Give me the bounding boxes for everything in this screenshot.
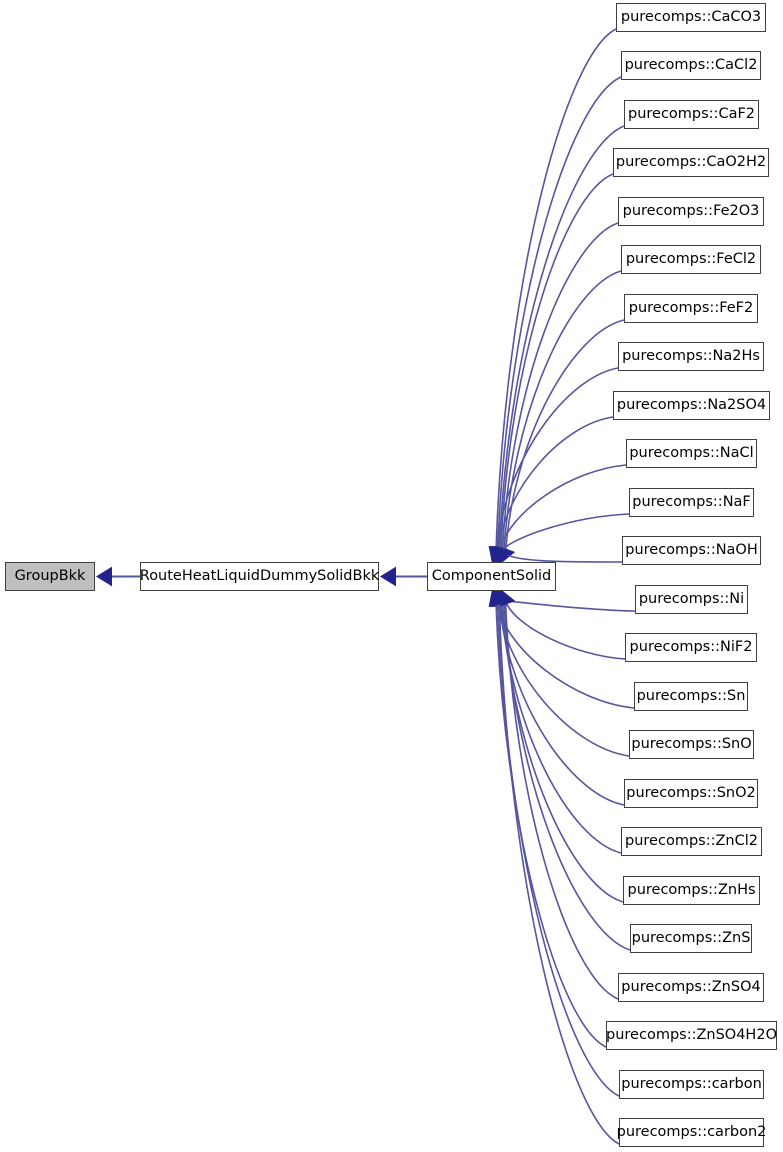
edge-line	[498, 600, 625, 806]
node-label: purecomps::NaOH	[625, 542, 758, 559]
edge-line	[496, 600, 630, 757]
node-label: purecomps::ZnSO4	[621, 979, 761, 996]
node-label: purecomps::Na2Hs	[622, 348, 760, 365]
node-label: RouteHeatLiquidDummySolidBkk	[139, 568, 380, 585]
node-derived-2[interactable]: purecomps::CaF2	[624, 100, 759, 129]
edge-line	[500, 173, 614, 553]
node-label: purecomps::ZnS	[631, 930, 751, 947]
node-label: purecomps::Ni	[638, 591, 745, 608]
edge-line	[504, 600, 619, 1000]
node-derived-11[interactable]: purecomps::NaOH	[622, 536, 761, 565]
node-label: purecomps::NiF2	[629, 639, 753, 656]
node-label: purecomps::Fe2O3	[622, 203, 760, 220]
node-label: purecomps::ZnSO4H2O	[606, 1027, 777, 1044]
node-derived-21[interactable]: purecomps::ZnSO4H2O	[606, 1021, 777, 1050]
node-derived-9[interactable]: purecomps::NaCl	[626, 439, 757, 468]
node-label: ComponentSolid	[431, 568, 552, 585]
edge-line	[498, 464, 627, 553]
node-derived-10[interactable]: purecomps::NaF	[629, 488, 754, 517]
node-derived-15[interactable]: purecomps::SnO	[629, 730, 754, 759]
node-componentsolid[interactable]: ComponentSolid	[427, 562, 556, 591]
node-groupbkk[interactable]: GroupBkk	[5, 562, 95, 591]
edge-line	[503, 600, 631, 951]
node-routeheatliquiddummysolidbkk[interactable]: RouteHeatLiquidDummySolidBkk	[140, 562, 379, 591]
edge-line	[495, 600, 607, 1048]
edge-line	[501, 600, 624, 903]
edge-line	[498, 125, 625, 553]
edge-line	[504, 319, 625, 553]
node-label: purecomps::carbon2	[616, 1124, 767, 1141]
node-derived-16[interactable]: purecomps::SnO2	[624, 779, 758, 808]
edge-line	[496, 76, 622, 553]
edge-line	[501, 551, 623, 563]
arrow-head	[96, 566, 112, 587]
edge-line	[496, 600, 620, 1097]
edge-line	[496, 416, 614, 553]
edge-line	[498, 600, 620, 1145]
node-derived-14[interactable]: purecomps::Sn	[634, 682, 748, 711]
node-derived-6[interactable]: purecomps::FeF2	[624, 294, 758, 323]
node-derived-13[interactable]: purecomps::NiF2	[625, 633, 757, 662]
node-derived-4[interactable]: purecomps::Fe2O3	[618, 197, 764, 226]
edge-line	[500, 600, 622, 854]
node-derived-19[interactable]: purecomps::ZnS	[630, 924, 752, 953]
node-derived-0[interactable]: purecomps::CaCO3	[616, 3, 766, 32]
node-derived-12[interactable]: purecomps::Ni	[635, 585, 748, 614]
node-label: purecomps::FeF2	[628, 300, 754, 317]
node-derived-22[interactable]: purecomps::carbon	[619, 1070, 764, 1099]
node-label: purecomps::ZnHs	[627, 882, 756, 899]
edge-line	[495, 600, 635, 709]
edge-line	[504, 600, 626, 660]
node-label: purecomps::SnO2	[626, 785, 756, 802]
node-derived-5[interactable]: purecomps::FeCl2	[621, 245, 761, 274]
node-label: purecomps::NaF	[632, 494, 751, 511]
node-derived-1[interactable]: purecomps::CaCl2	[621, 51, 761, 80]
node-label: purecomps::CaCl2	[624, 57, 758, 74]
node-derived-20[interactable]: purecomps::ZnSO4	[618, 973, 764, 1002]
arrow-head	[380, 566, 396, 587]
node-label: purecomps::Na2SO4	[616, 397, 767, 414]
edge-line	[495, 28, 617, 553]
node-label: purecomps::Sn	[636, 688, 746, 705]
node-label: purecomps::CaCO3	[620, 9, 762, 26]
node-label: purecomps::SnO	[631, 736, 752, 753]
edge-line	[503, 270, 622, 553]
node-label: GroupBkk	[14, 568, 86, 585]
node-derived-18[interactable]: purecomps::ZnHs	[623, 876, 760, 905]
node-derived-3[interactable]: purecomps::CaO2H2	[613, 148, 769, 177]
node-label: purecomps::NaCl	[629, 445, 754, 462]
node-label: purecomps::CaO2H2	[615, 154, 767, 171]
edge-line	[501, 222, 619, 553]
node-label: purecomps::FeCl2	[625, 251, 757, 268]
node-derived-23[interactable]: purecomps::carbon2	[616, 1118, 767, 1147]
node-label: purecomps::CaF2	[627, 106, 756, 123]
node-label: purecomps::ZnCl2	[625, 833, 758, 850]
node-label: purecomps::carbon	[621, 1076, 762, 1093]
node-derived-17[interactable]: purecomps::ZnCl2	[621, 827, 762, 856]
node-derived-7[interactable]: purecomps::Na2Hs	[618, 342, 764, 371]
node-derived-8[interactable]: purecomps::Na2SO4	[613, 391, 770, 420]
edge-line	[500, 513, 630, 553]
edge-line	[495, 367, 619, 553]
edge-line	[503, 600, 636, 612]
